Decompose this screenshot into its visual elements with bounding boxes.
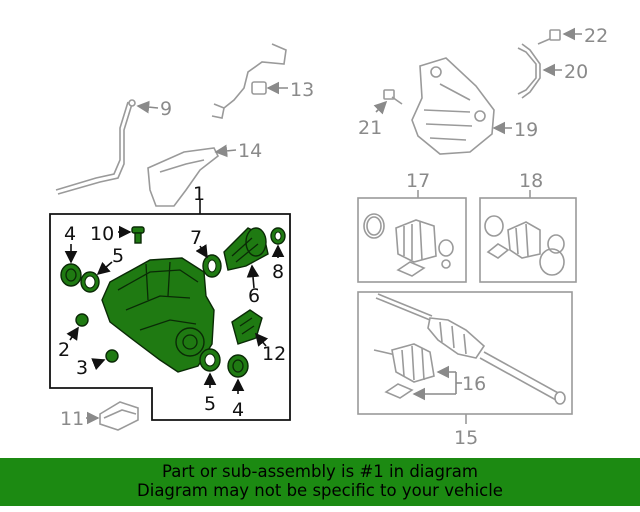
callout-3: 3 [76,357,88,379]
part-18-boot-kit[interactable] [484,215,565,276]
part-13-harness[interactable] [211,43,287,119]
part-4-seal-bottom[interactable] [227,354,249,378]
part-21-bolt[interactable] [383,89,403,105]
part-10-vent[interactable] [131,226,145,244]
callout-5-left: 5 [112,245,124,267]
callout-1: 1 [193,183,205,205]
callout-13: 13 [290,79,314,101]
notice-banner: Part or sub-assembly is #1 in diagram Di… [0,458,640,506]
part-22-bolt[interactable] [537,29,561,45]
part-1-differential[interactable] [101,257,215,373]
callout-20: 20 [564,61,588,83]
callout-10: 10 [90,223,114,245]
callout-17: 17 [406,170,430,192]
part-15-box [357,291,573,415]
callout-19: 19 [514,119,538,141]
callout-5-bottom: 5 [204,393,216,415]
callout-4-left: 4 [64,223,76,245]
callout-21: 21 [358,117,382,139]
parts-diagram: 1 2 3 4 5 10 7 8 6 12 5 4 9 11 13 14 15 … [49,25,608,449]
part-17-box [357,197,467,283]
part-20-clamp[interactable] [517,43,541,99]
part-2-plug[interactable] [75,313,89,327]
callout-6: 6 [248,285,260,307]
callout-7: 7 [190,227,202,249]
part-16-joint-kit[interactable] [373,343,435,399]
callout-9: 9 [160,98,172,120]
part-6-flange[interactable] [223,227,269,271]
part-4-seal-left[interactable] [60,263,82,287]
banner-line-2: Diagram may not be specific to your vehi… [137,481,503,500]
callout-14: 14 [238,140,262,162]
part-3-plug[interactable] [105,349,119,363]
part-14-heat-shield[interactable] [147,147,220,207]
callout-15: 15 [454,427,478,449]
callout-11: 11 [60,408,84,430]
part-19-mount[interactable] [411,57,495,155]
part-17-boot-kit[interactable] [363,213,454,277]
part-12-cover[interactable] [231,309,263,345]
part-1-group-box [49,213,291,421]
callout-2: 2 [58,339,70,361]
callout-8: 8 [272,261,284,283]
part-9-tube[interactable] [55,99,136,195]
callout-18: 18 [519,170,543,192]
part-18-box [479,197,577,283]
callout-4-bottom: 4 [232,399,244,421]
callout-16: 16 [462,373,486,395]
part-11-block[interactable] [99,401,139,431]
banner-line-1: Part or sub-assembly is #1 in diagram [162,462,478,481]
callout-22: 22 [584,25,608,47]
callout-12: 12 [262,343,286,365]
part-15-axle-shaft[interactable] [375,293,566,405]
